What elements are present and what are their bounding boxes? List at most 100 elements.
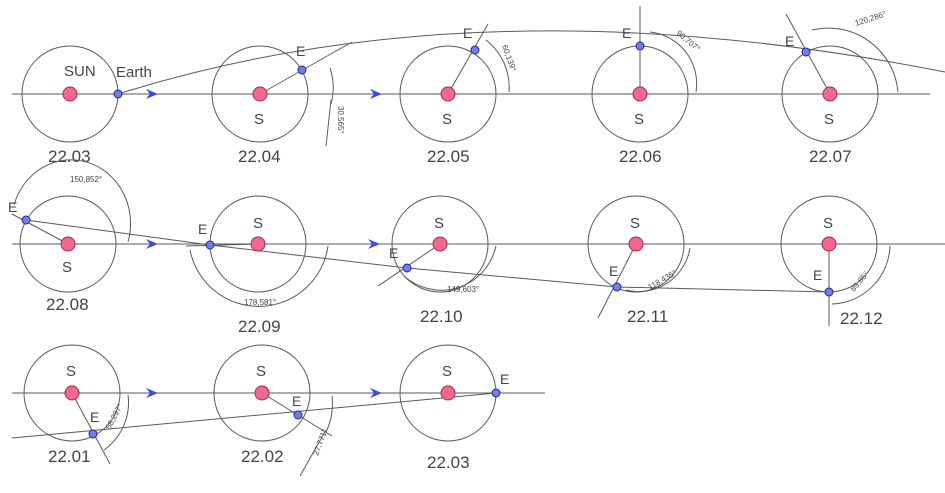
date-label: 22.04 [238, 147, 281, 166]
sun [60, 236, 76, 252]
orbit-circle [391, 195, 489, 293]
sun [254, 385, 270, 401]
panel-2205: S E 60,139° 22.05 [399, 23, 518, 166]
angle-ray [325, 99, 332, 147]
direction-arrow [370, 388, 382, 398]
angle-arc [831, 245, 891, 305]
date-label: 22.09 [238, 317, 281, 336]
sun-label: S [823, 215, 833, 232]
earth [402, 263, 412, 273]
angle-arc [811, 27, 899, 93]
sun-label: S [66, 363, 76, 380]
direction-arrow [370, 89, 382, 99]
sun-earth-radius [11, 213, 69, 245]
date-label: 22.02 [241, 447, 284, 466]
sun [628, 236, 644, 252]
sun-label: S [442, 363, 452, 380]
earth-label: E [622, 25, 631, 41]
angle-label: 150,852° [70, 175, 102, 184]
angle-arc [403, 245, 497, 291]
earth-trajectory-row1 [117, 30, 945, 95]
sun-label: S [442, 111, 452, 128]
sun-label: S [254, 111, 264, 128]
earth [470, 45, 480, 55]
panel-2201: S E 58,297° 22.01 [23, 344, 129, 466]
earth [491, 388, 501, 398]
date-label: 22.11 [627, 307, 668, 326]
orbit-circle [211, 45, 309, 143]
panel-2207: S E 120,286° 22.07 [781, 9, 899, 166]
angle-label: 149,603° [447, 285, 479, 294]
angle-arc [625, 247, 691, 293]
date-label: 22.10 [420, 307, 463, 326]
earth-label: E [198, 221, 207, 237]
sun [821, 236, 837, 252]
earth-trajectory-row2d [616, 286, 830, 293]
angle-label: 120,286° [854, 9, 887, 27]
earth-label: E [500, 371, 509, 387]
angle-label: 27,771° [311, 428, 329, 457]
date-label: 22.08 [46, 295, 89, 314]
earth-label: E [8, 199, 17, 215]
panel-2210: S E 149,603° 22.10 [377, 195, 497, 326]
angle-label: 178,581° [244, 298, 276, 307]
date-label: 22.03 [427, 453, 470, 472]
angle-label: 90,707° [675, 29, 702, 54]
date-label: 22.12 [840, 309, 883, 328]
angle-ray [299, 429, 327, 477]
sun [252, 86, 268, 102]
angle-label: 58,297° [104, 402, 125, 431]
angle-label: 30,565° [336, 106, 345, 134]
date-label: 22.05 [427, 147, 470, 166]
sun [64, 385, 80, 401]
angle-arc [189, 245, 329, 307]
earth-label: E [785, 33, 794, 49]
panel-2206: S E 90,707° 22.06 [591, 6, 702, 166]
panel-2211: S E 118,435° 22.11 [587, 195, 691, 326]
earth-trajectory-row2 [25, 219, 211, 246]
date-label: 22.07 [809, 147, 852, 166]
sun [62, 86, 78, 102]
earth-label: E [813, 267, 822, 283]
panel-2212: S E 89,85° 22.12 [780, 195, 891, 328]
earth-label: E [463, 25, 472, 41]
earth-trajectory-row2c [406, 267, 618, 288]
earth [88, 429, 98, 439]
earth [297, 65, 307, 75]
earth [293, 410, 303, 420]
earth [205, 240, 215, 250]
angle-arc [13, 159, 132, 243]
sun [432, 236, 448, 252]
earth-label: E [609, 263, 618, 279]
earth-label: E [292, 393, 301, 409]
earth [113, 89, 123, 99]
orbit-circle [213, 344, 311, 442]
earth-trajectory-row2b [209, 244, 408, 269]
earth [21, 215, 31, 225]
angle-arc [485, 39, 510, 93]
angle-arc [649, 31, 698, 93]
earth-label: E [90, 409, 99, 425]
angle-arc [329, 67, 334, 105]
orbit-circle [23, 344, 121, 442]
orbit-circle [781, 45, 879, 143]
earth [824, 287, 834, 297]
sun-earth-radius [597, 243, 637, 319]
orbit-circle [399, 45, 497, 143]
sun [250, 236, 266, 252]
sun [440, 86, 456, 102]
orbit-circle [19, 195, 117, 293]
earth-name-label: Earth [116, 64, 152, 81]
angle-label: 60,139° [500, 44, 518, 73]
sun-earth-radius [71, 392, 111, 465]
sun-earth-radius [185, 243, 259, 247]
sun [440, 385, 456, 401]
panel-2204: S E 30,565° 22.04 [211, 41, 353, 166]
panel-2203: SUN Earth 22.03 [21, 45, 152, 166]
direction-arrow [146, 239, 158, 249]
panel-2202: S E 27,771° 22.02 [213, 344, 333, 477]
direction-arrow [146, 89, 158, 99]
sun-name-label: SUN [64, 63, 96, 80]
